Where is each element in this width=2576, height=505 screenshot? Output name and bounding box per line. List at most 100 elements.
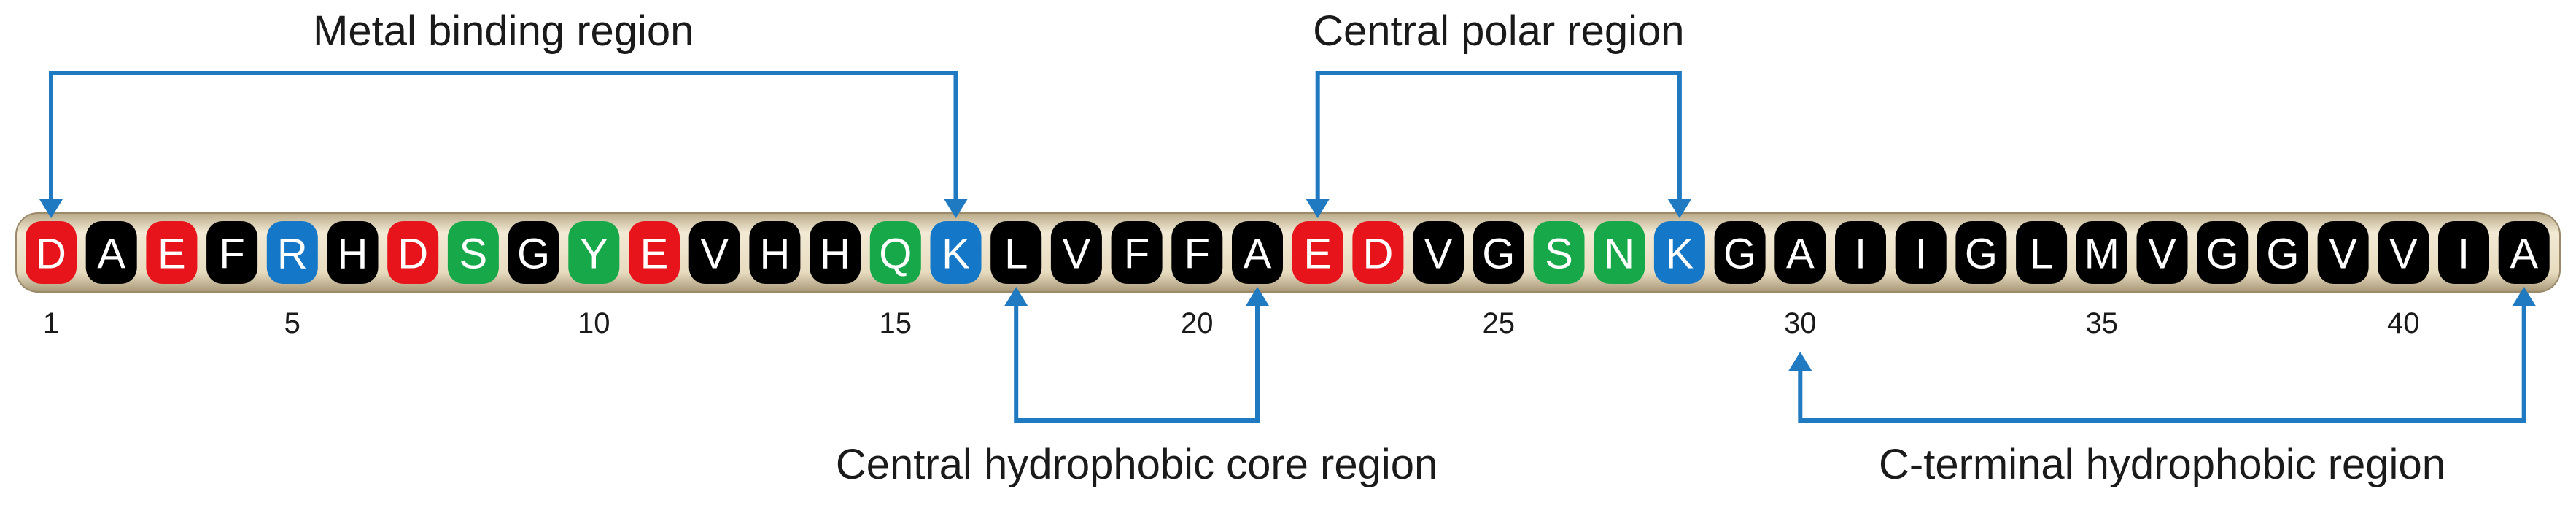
residue-19: F [1111,221,1163,284]
residue-box [749,221,801,284]
region-3: Central hydrophobic core region [836,287,1438,488]
position-number: 15 [880,307,912,339]
residue-letter: D [397,231,428,278]
residue-20: F [1171,221,1223,284]
residue-letter: E [640,231,669,278]
residue-letter: G [1723,231,1756,278]
residue-letter: V [2148,231,2176,278]
residue-letter: H [820,231,850,278]
residue-letter: I [1915,231,1927,278]
position-number: 1 [43,307,59,339]
residue-box [1714,221,1766,284]
residue-23: D [1352,221,1404,284]
position-number: 40 [2387,307,2420,339]
residue-letter: I [2458,231,2470,278]
residue-32: I [1895,221,1947,284]
region-4: C-terminal hydrophobic region [1788,287,2536,488]
residue-letter: V [2389,231,2418,278]
residue-30: A [1774,221,1826,284]
residue-letter: F [219,231,244,278]
residue-letter: D [1362,231,1393,278]
position-number: 30 [1784,307,1817,339]
residue-box [327,221,379,284]
residue-box [206,221,258,284]
residue-box [1533,221,1585,284]
residue-letter: A [1786,231,1815,278]
residue-letter: K [1666,231,1694,278]
residue-box [629,221,680,284]
residue-letter: R [277,231,308,278]
residue-4: F [206,221,258,284]
residue-letter: G [2266,231,2299,278]
residue-21: A [1232,221,1283,284]
residue-letter: N [1604,231,1634,278]
residue-8: S [447,221,499,284]
arrowhead-icon [1306,199,1330,218]
region-bracket-line [1014,306,1260,423]
arrowhead-icon [39,199,63,218]
residue-2: A [85,221,137,284]
residue-box [1774,221,1826,284]
residue-box [508,221,559,284]
residue-1: D [26,221,77,284]
residue-box [1111,221,1163,284]
region-1: Metal binding region [39,7,968,218]
residue-27: N [1594,221,1645,284]
residue-18: V [1050,221,1102,284]
residue-box [1352,221,1404,284]
residue-letter: L [2030,231,2053,278]
residue-box [990,221,1042,284]
residue-box [1653,221,1705,284]
position-number: 20 [1181,307,1214,339]
residue-39: V [2317,221,2369,284]
residue-box [2317,221,2369,284]
region-bracket-line [1798,306,2526,423]
region-bracket-line [1315,71,1682,199]
region-label: Metal binding region [313,7,694,55]
residue-33: G [1955,221,2007,284]
residue-15: Q [869,221,921,284]
residue-box [2076,221,2127,284]
arrowhead-icon [944,199,968,218]
residue-box [2016,221,2068,284]
residue-letter: V [1063,231,1091,278]
residue-box [1292,221,1343,284]
arrowhead-icon [2512,287,2536,306]
region-label: Central hydrophobic core region [836,441,1438,488]
residue-box [1594,221,1645,284]
residue-letter: V [1424,231,1453,278]
residue-25: G [1473,221,1524,284]
residue-box [810,221,861,284]
residue-letter: Q [879,231,912,278]
residue-letter: H [759,231,790,278]
residue-3: E [146,221,198,284]
residue-letter: A [97,231,125,278]
residue-letter: K [942,231,970,278]
residue-34: L [2016,221,2068,284]
residue-13: H [749,221,801,284]
residue-box [2136,221,2188,284]
position-number: 25 [1483,307,1516,339]
residue-letter: S [1545,231,1573,278]
residue-9: G [508,221,559,284]
arrowhead-icon [1004,287,1028,306]
residue-letter: M [2084,231,2119,278]
residue-box [2197,221,2249,284]
residue-letter: D [36,231,66,278]
residue-letter: V [700,231,729,278]
arrowhead-icon [1667,199,1691,218]
residue-letter: E [158,231,186,278]
residue-17: L [990,221,1042,284]
residue-38: G [2257,221,2308,284]
residue-box [26,221,77,284]
residue-box [1473,221,1524,284]
residue-box [2378,221,2429,284]
position-number: 35 [2086,307,2119,339]
residue-10: Y [568,221,620,284]
residue-letter: G [1482,231,1515,278]
residue-11: E [629,221,680,284]
residue-box [447,221,499,284]
